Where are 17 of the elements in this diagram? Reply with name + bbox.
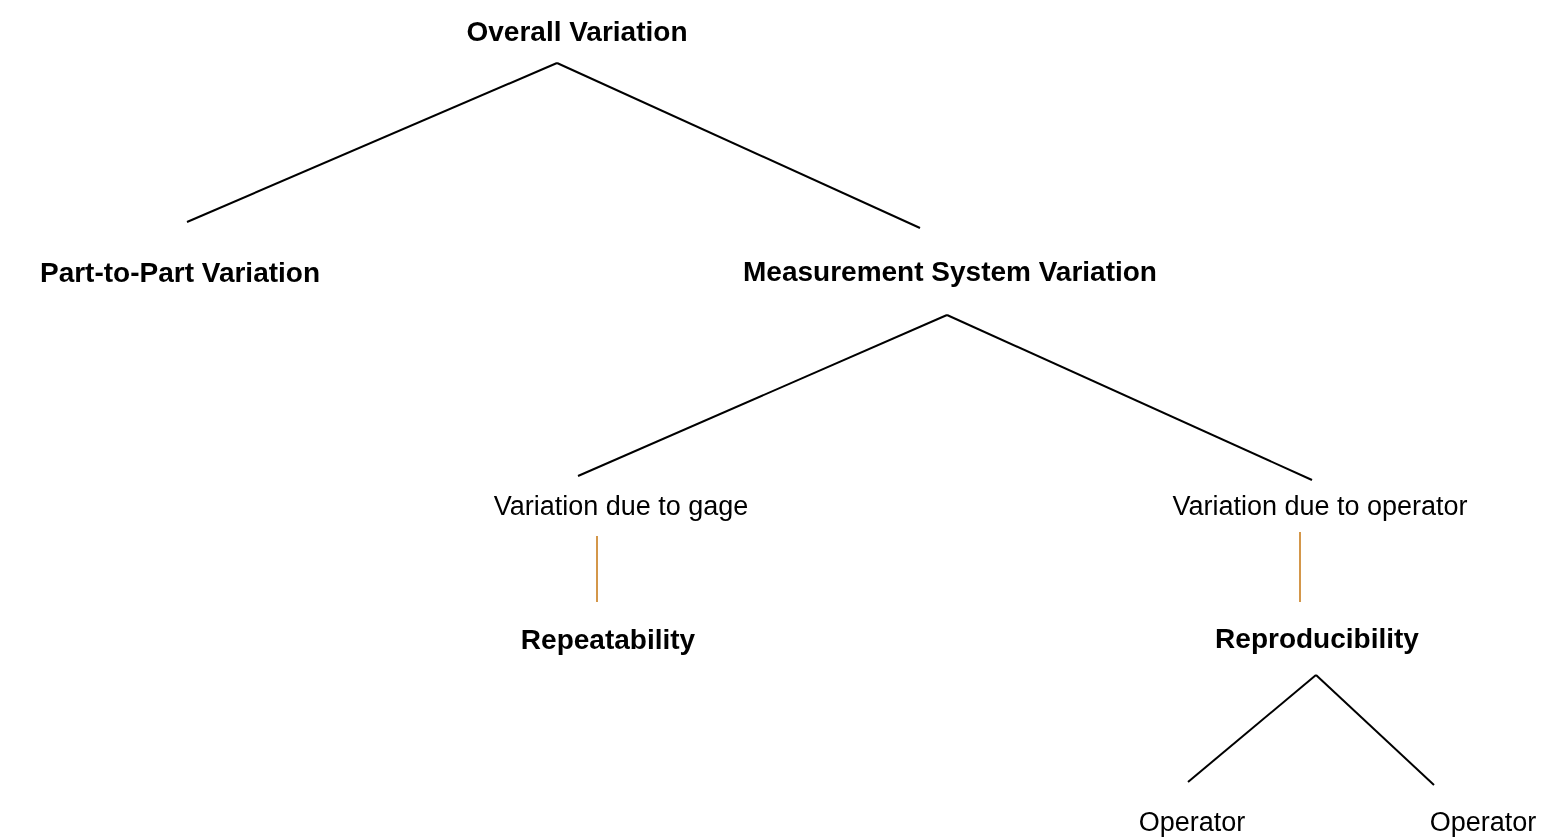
connector-line <box>186 62 558 223</box>
node-label: Measurement System Variation <box>743 254 1157 289</box>
node-label: Repeatability <box>520 623 696 657</box>
connector-line <box>946 314 1313 481</box>
connector-line <box>596 535 598 603</box>
node-label: Operator <box>1138 806 1246 839</box>
connector-line <box>577 314 948 477</box>
connector-line <box>556 62 921 229</box>
node-label: Reproducibility <box>1215 621 1419 656</box>
node-label: Variation due to operator <box>1172 490 1468 523</box>
node-label: Part-to-Part Variation <box>39 256 321 290</box>
node-label: Operator <box>1429 806 1537 839</box>
node-label: Overall Variation <box>466 14 688 49</box>
node-label: Variation due to gage <box>493 490 749 523</box>
connector-line <box>1187 674 1317 783</box>
connector-line <box>1299 531 1301 603</box>
connector-line <box>1315 674 1435 786</box>
